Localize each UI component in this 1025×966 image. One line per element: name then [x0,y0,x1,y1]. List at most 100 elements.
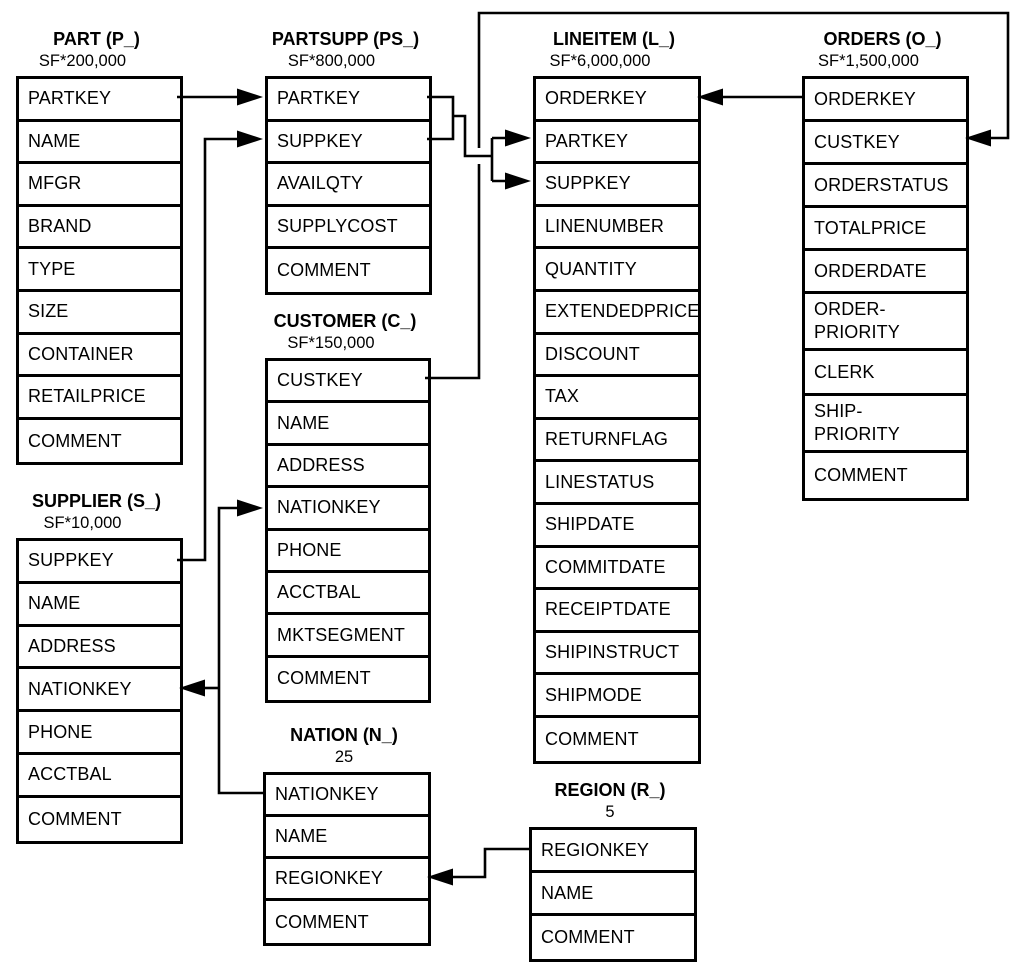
column-row: SUPPKEY [19,541,180,584]
column-row: COMMENT [266,901,428,943]
table-title: LINEITEM (L_) [553,29,675,49]
column-label: SUPPKEY [277,130,363,151]
column-row: SUPPKEY [536,164,698,207]
table-cardinality: 5 [605,803,615,821]
column-row: COMMENT [268,249,429,292]
column-row: RECEIPTDATE [536,590,698,633]
column-row: REGIONKEY [532,830,694,873]
table-title: CUSTOMER (C_) [273,311,417,331]
column-row: TAX [536,377,698,420]
table-cardinality: 25 [334,748,354,766]
arrowhead PART.PARTKEY->PARTSUPP.PARTKEY [237,88,263,106]
table-box: ORDERKEY PARTKEY SUPPKEY LINENUMBER QUANTITY… [533,76,701,764]
column-row: NATIONKEY [268,488,428,531]
column-row: PARTKEY [536,121,698,165]
column-row: RETURNFLAG [536,419,698,463]
relationship-line PARTSUPP.PARTKEY->LINEITEM.PARTKEY [453,114,492,158]
column-row: NAME [268,403,428,446]
column-row: BRAND [19,206,180,250]
column-label: NATIONKEY [277,497,381,518]
column-row: SHIPDATE [536,504,698,548]
column-row: RETAILPRICE [19,377,180,420]
column-row: COMMITDATE [536,547,698,591]
column-row: LINENUMBER [536,206,698,250]
relationship-line REGION.REGIONKEY->NATION.REGIONKEY [452,847,529,879]
column-label: EXTENDEDPRICE [545,301,700,322]
column-label: TAX [545,386,579,407]
column-label: ORDER- PRIORITY [814,299,900,342]
column-label: NAME [541,882,594,903]
table-cardinality: SF*10,000 [43,514,122,532]
column-label: NAME [275,826,328,846]
column-label: SHIP- PRIORITY [814,401,900,444]
column-row: NAME [266,817,428,859]
column-label: DISCOUNT [545,343,640,364]
column-label: MFGR [28,173,82,194]
column-label: COMMENT [541,927,635,947]
table-cardinality: SF*1,500,000 [818,52,919,70]
column-label: PARTKEY [28,88,112,109]
column-row: COMMENT [532,916,694,959]
column-label: SUPPKEY [545,173,631,194]
column-row: PARTKEY [19,79,180,122]
arrowhead PARTSUPP.PARTKEY->LINEITEM.PARTKEY [505,129,531,147]
column-row: NAME [19,121,180,165]
column-row: SUPPLYCOST [268,206,429,250]
column-row: CUSTKEY [268,361,428,404]
column-row: CONTAINER [19,334,180,378]
column-label: RECEIPTDATE [545,599,671,620]
column-label: NAME [28,130,81,151]
column-label: ORDERKEY [545,88,647,109]
column-row: ACCTBAL [268,572,428,616]
column-row: ORDERKEY [805,79,966,122]
column-label: SIZE [28,301,69,322]
column-label: CUSTKEY [277,370,363,391]
column-row: PARTKEY [268,79,429,122]
column-label: QUANTITY [545,258,637,279]
column-label: REGIONKEY [541,839,649,860]
column-row: SHIPMODE [536,675,698,718]
column-label: ACCTBAL [28,764,112,785]
column-row: COMMENT [268,657,428,701]
column-label: NAME [28,593,81,614]
column-label: RETURNFLAG [545,429,669,450]
column-row: SHIP- PRIORITY [805,396,966,453]
column-label: COMMENT [275,911,369,932]
column-label: SHIPMODE [545,684,642,705]
column-label: COMMITDATE [545,556,666,577]
column-label: CLERK [814,361,875,382]
column-label: PHONE [28,721,93,742]
column-row: NAME [532,873,694,916]
column-label: AVAILQTY [277,173,364,194]
column-row: ADDRESS [268,445,428,489]
column-row: ACCTBAL [19,754,180,798]
column-label: PHONE [277,539,342,560]
column-row: COMMENT [805,453,966,498]
column-row: COMMENT [19,797,180,841]
column-label: COMMENT [28,430,122,451]
column-label: LINENUMBER [545,216,665,237]
column-label: COMMENT [814,465,908,485]
column-row: COMMENT [536,717,698,761]
column-row: DISCOUNT [536,334,698,378]
column-row: SIZE [19,291,180,335]
table-title: SUPPLIER (S_) [31,491,162,511]
table-title: NATION (N_) [290,725,398,745]
column-label: ORDERDATE [814,260,927,281]
column-label: ORDERKEY [814,88,916,109]
column-label: LINESTATUS [545,471,655,492]
column-label: PARTKEY [277,88,361,109]
column-row: MFGR [19,164,180,207]
arrowhead NATION.NATIONKEY->CUSTOMER.NATIONKEY [237,499,263,517]
column-row: ORDERKEY [536,79,698,122]
arrowhead PARTSUPP.SUPPKEY->LINEITEM.SUPPKEY [505,172,531,190]
column-label: COMMENT [545,728,639,749]
table-cardinality: SF*200,000 [38,52,127,70]
column-label: REGIONKEY [275,868,383,888]
column-label: SHIPDATE [545,514,635,535]
